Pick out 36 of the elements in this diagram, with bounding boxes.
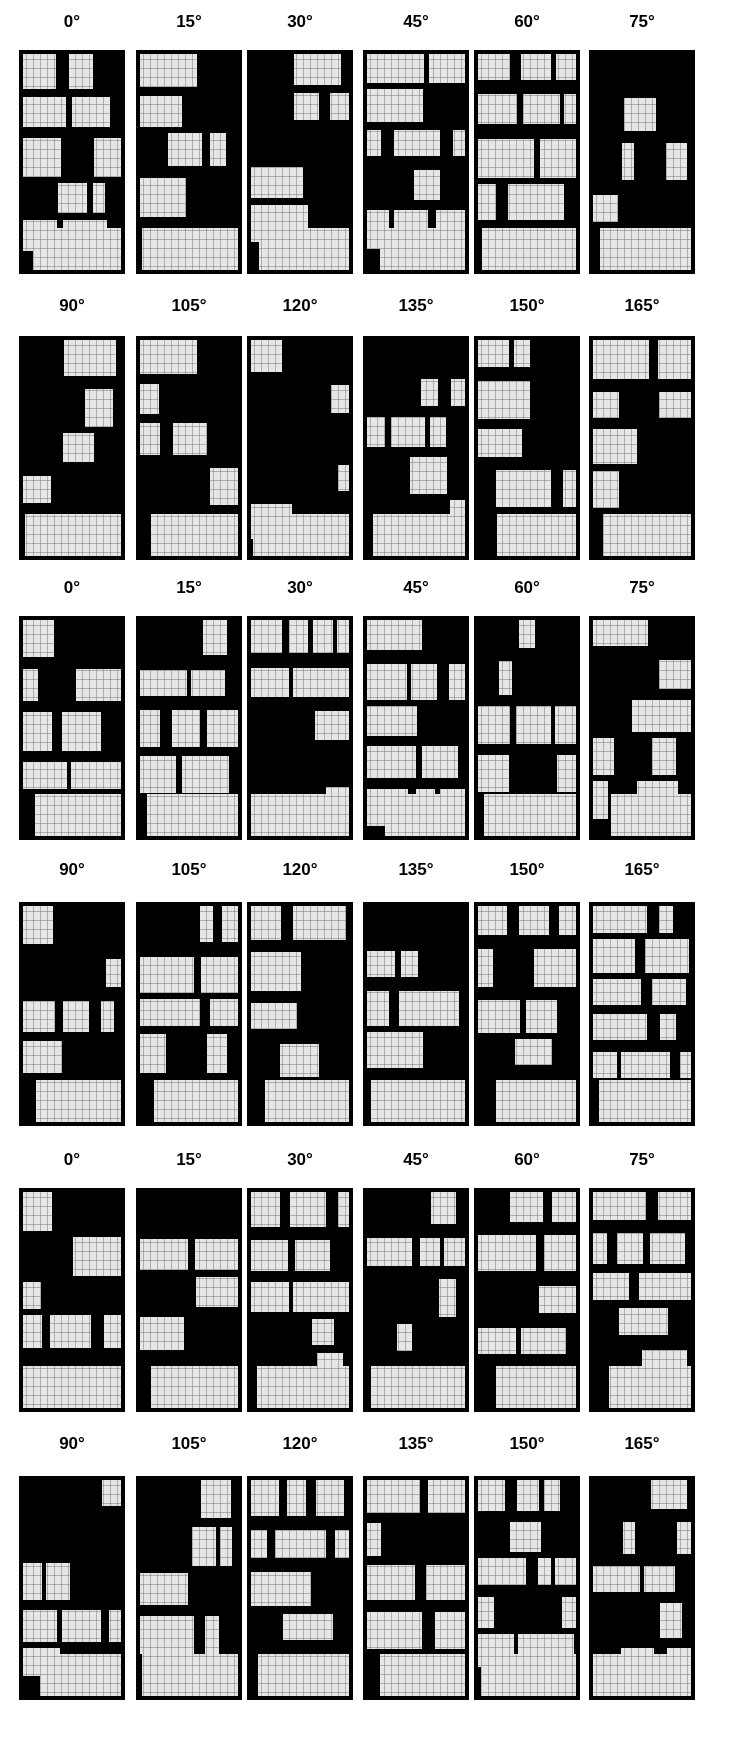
angle-label: 120° (282, 296, 318, 316)
angle-label: 75° (629, 1150, 655, 1170)
angle-label: 165° (624, 1434, 660, 1454)
angle-label: 90° (59, 1434, 85, 1454)
angle-label: 0° (63, 578, 81, 598)
angle-label: 120° (282, 1434, 318, 1454)
angle-label: 165° (624, 860, 660, 880)
angle-label: 150° (509, 860, 545, 880)
angle-label: 75° (629, 578, 655, 598)
angle-label: 105° (171, 860, 207, 880)
angle-label: 15° (176, 12, 202, 32)
angle-label: 0° (63, 1150, 81, 1170)
angle-label: 30° (287, 1150, 313, 1170)
angle-label: 60° (514, 12, 540, 32)
angle-label: 15° (176, 578, 202, 598)
angle-label: 30° (287, 12, 313, 32)
angle-label: 105° (171, 296, 207, 316)
angle-label: 45° (403, 578, 429, 598)
angle-label: 165° (624, 296, 660, 316)
angle-label: 60° (514, 578, 540, 598)
angle-label: 0° (63, 12, 81, 32)
angle-label: 45° (403, 12, 429, 32)
angle-label: 120° (282, 860, 318, 880)
angle-label: 105° (171, 1434, 207, 1454)
angle-label: 150° (509, 1434, 545, 1454)
angle-label: 60° (514, 1150, 540, 1170)
angle-label: 90° (59, 860, 85, 880)
angle-label: 150° (509, 296, 545, 316)
angle-label: 45° (403, 1150, 429, 1170)
angle-label: 15° (176, 1150, 202, 1170)
angle-label: 75° (629, 12, 655, 32)
angle-label: 135° (398, 860, 434, 880)
angle-label: 90° (59, 296, 85, 316)
angle-label: 30° (287, 578, 313, 598)
angle-label: 135° (398, 1434, 434, 1454)
angle-label: 135° (398, 296, 434, 316)
